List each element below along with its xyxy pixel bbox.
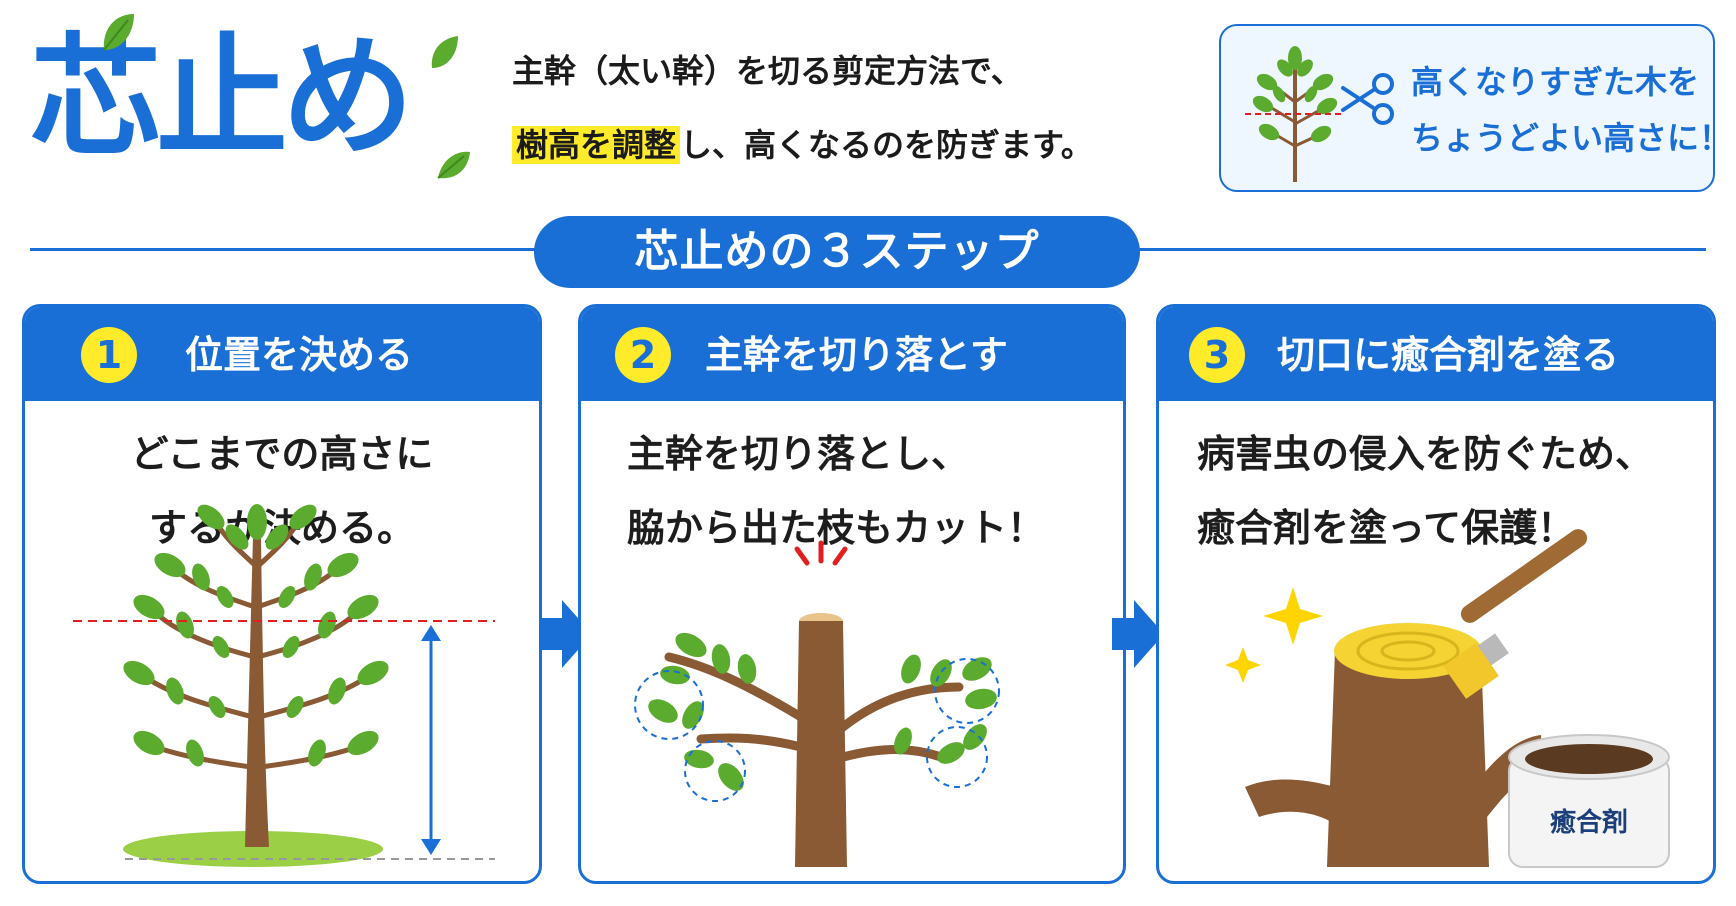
step-description: 主幹を切り落とし、 脇から出た枝もカット！ xyxy=(581,417,1123,565)
step-card-3: 3 切口に癒合剤を塗る 病害虫の侵入を防ぐため、 癒合剤を塗って保護！ 癒合剤 xyxy=(1156,304,1716,884)
step-number: 3 xyxy=(1189,327,1245,383)
page-title: 芯止め xyxy=(30,21,414,175)
info-text: 高くなりすぎた木を ちょうどよい高さに！ xyxy=(1411,54,1731,166)
step-line-2: 癒合剤を塗って保護！ xyxy=(1197,506,1576,550)
sealed-stump-illustration: 癒合剤 xyxy=(1225,529,1670,868)
intro-line-2-rest: し、高くなるのを防ぎます。 xyxy=(680,126,1093,164)
leaf-icon xyxy=(431,36,458,68)
step-description: 病害虫の侵入を防ぐため、 癒合剤を塗って保護！ xyxy=(1159,417,1713,565)
step-card-1: 1 位置を決める どこまでの高さに するか決める。 xyxy=(22,304,542,884)
step-header: 1 位置を決める xyxy=(25,307,539,401)
intro-line-2: 樹高を調整し、高くなるのを防ぎます。 xyxy=(512,108,1093,182)
intro-line-1: 主幹（太い幹）を切る剪定方法で、 xyxy=(512,52,1023,90)
step-title: 切口に癒合剤を塗る xyxy=(1277,333,1620,377)
step-line-1: どこまでの高さに xyxy=(130,432,434,476)
step-arrow-tail xyxy=(540,618,562,650)
steps-heading: 芯止めの３ステップ xyxy=(534,216,1140,288)
step-arrow-tail xyxy=(1112,618,1134,650)
info-box: 高くなりすぎた木を ちょうどよい高さに！ xyxy=(1219,24,1731,192)
tree-illustration xyxy=(73,504,495,867)
scissors-icon xyxy=(1341,73,1394,125)
jar-label: 癒合剤 xyxy=(1550,807,1628,838)
step-line-1: 主幹を切り落とし、 xyxy=(627,432,970,476)
step-card-2: 2 主幹を切り落とす 主幹を切り落とし、 脇から出た枝もカット！ xyxy=(578,304,1126,884)
info-line-1: 高くなりすぎた木を xyxy=(1411,63,1700,101)
tree-icon xyxy=(1245,46,1341,182)
step-number: 2 xyxy=(615,327,671,383)
info-line-2: ちょうどよい高さに！ xyxy=(1411,119,1732,157)
step-header: 3 切口に癒合剤を塗る xyxy=(1159,307,1713,401)
jar-icon: 癒合剤 xyxy=(1508,734,1670,868)
leaf-icon xyxy=(103,14,134,51)
sparkle-icon xyxy=(1225,587,1323,683)
intro-highlight: 樹高を調整 xyxy=(512,126,681,164)
step-line-1: 病害虫の侵入を防ぐため、 xyxy=(1197,432,1654,476)
brush-icon xyxy=(1443,529,1588,699)
step-title: 位置を決める xyxy=(185,333,414,377)
cut-tree-illustration xyxy=(634,540,1000,867)
step-header: 2 主幹を切り落とす xyxy=(581,307,1123,401)
step-line-2: 脇から出た枝もカット！ xyxy=(627,506,1046,550)
intro-text: 主幹（太い幹）を切る剪定方法で、 樹高を調整し、高くなるのを防ぎます。 xyxy=(512,34,1093,182)
leaf-icon xyxy=(437,151,470,179)
step-title: 主幹を切り落とす xyxy=(705,333,1008,377)
step-number: 1 xyxy=(81,327,137,383)
